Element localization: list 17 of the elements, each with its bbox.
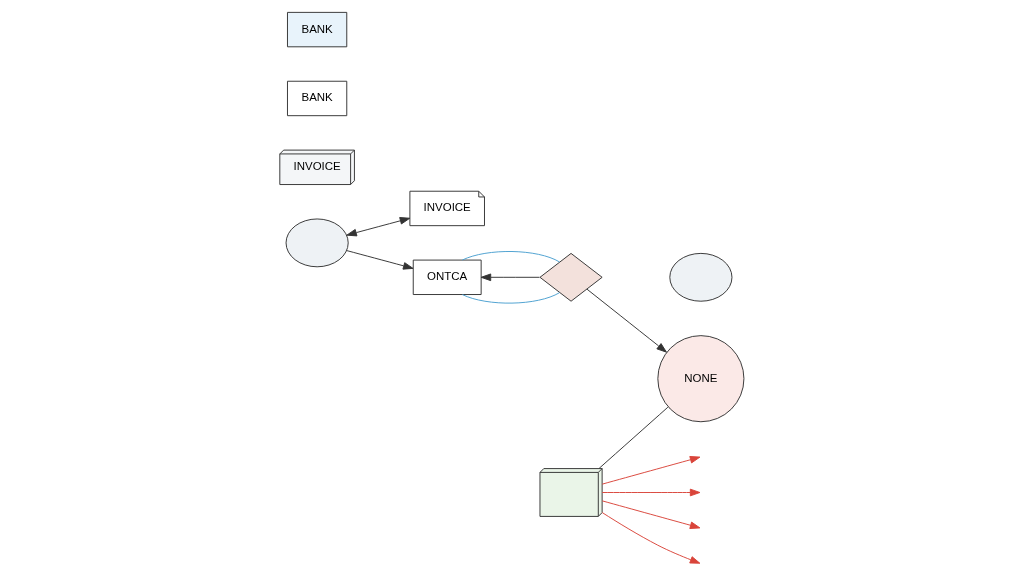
node-box: BANK — [287, 11, 348, 48]
node-box: ONTCA — [412, 259, 482, 295]
arrow — [601, 512, 701, 564]
node-cloud — [669, 252, 733, 302]
arrow — [480, 273, 541, 282]
node-cloud — [285, 218, 349, 268]
connector — [461, 292, 560, 304]
arrow — [601, 455, 701, 485]
node-diamond — [539, 252, 603, 302]
connector — [461, 251, 560, 263]
arrow — [586, 288, 667, 353]
arrow — [601, 500, 701, 530]
arrow — [346, 217, 411, 237]
node-box: BANK — [287, 80, 348, 117]
arrow — [346, 250, 414, 270]
connector — [598, 406, 669, 469]
arrow — [601, 488, 701, 497]
